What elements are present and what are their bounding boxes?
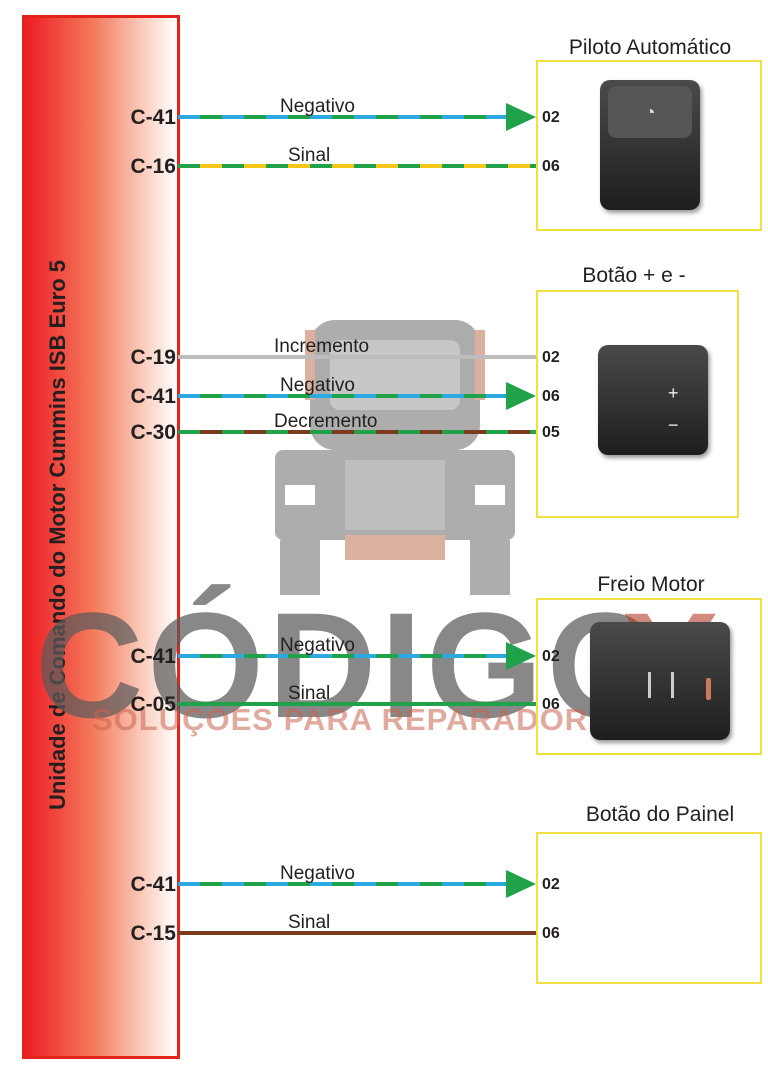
- pin-label: 02: [542, 876, 560, 893]
- wire-label: Negativo: [280, 863, 355, 884]
- wire-c-41-02: [178, 103, 536, 131]
- wire-c-41-02: [178, 870, 536, 898]
- wire-label: Negativo: [280, 96, 355, 117]
- connector-label: C-15: [130, 922, 176, 945]
- wire-label: Incremento: [274, 336, 370, 357]
- wire-label: Negativo: [280, 635, 355, 656]
- pin-label: 02: [542, 109, 560, 126]
- connector-label: C-05: [130, 693, 176, 716]
- wire-c-41-06: [178, 382, 536, 410]
- connector-label: C-41: [130, 385, 176, 408]
- pin-label: 06: [542, 158, 560, 175]
- arrow-icon: [506, 103, 536, 131]
- connector-label: C-30: [130, 421, 176, 444]
- plus-symbol: +: [668, 383, 679, 403]
- component-box-panel-button: [536, 832, 762, 984]
- minus-symbol: −: [668, 415, 679, 435]
- truck-watermark-icon: [275, 320, 515, 595]
- engine-control-unit: [22, 15, 180, 1059]
- component-title: Botão + e -: [582, 264, 686, 287]
- arrow-icon: [506, 642, 536, 670]
- cruise-control-switch-icon: ◔: [600, 80, 700, 210]
- wire-label: Sinal: [288, 912, 331, 933]
- connector-label: C-16: [130, 155, 176, 178]
- component-box-plus-minus: [536, 290, 739, 518]
- connector-label: C-41: [130, 873, 176, 896]
- component-title: Botão do Painel: [585, 803, 735, 826]
- connector-label: C-41: [130, 645, 176, 668]
- plus-minus-switch-icon: + −: [598, 345, 708, 455]
- pin-label: 05: [542, 424, 560, 441]
- pin-label: 06: [542, 388, 560, 405]
- arrow-icon: [506, 870, 536, 898]
- wire-label: Sinal: [288, 683, 331, 704]
- component-title: Freio Motor: [597, 573, 705, 596]
- pin-label: 06: [542, 696, 560, 713]
- wire-label: Negativo: [280, 375, 355, 396]
- pin-label: 02: [542, 349, 560, 366]
- engine-brake-switch-icon: [590, 622, 730, 740]
- connector-label: C-19: [130, 346, 176, 369]
- connector-label: C-41: [130, 106, 176, 129]
- arrow-icon: [506, 382, 536, 410]
- component-box-cruise-control: [536, 60, 762, 231]
- wire-label: Sinal: [288, 145, 331, 166]
- wire-c-41-02: [178, 642, 536, 670]
- pin-label: 02: [542, 648, 560, 665]
- component-title: Piloto Automático: [568, 36, 732, 59]
- pin-label: 06: [542, 925, 560, 942]
- wire-label: Decremento: [274, 411, 378, 432]
- component-box-engine-brake: [536, 598, 762, 755]
